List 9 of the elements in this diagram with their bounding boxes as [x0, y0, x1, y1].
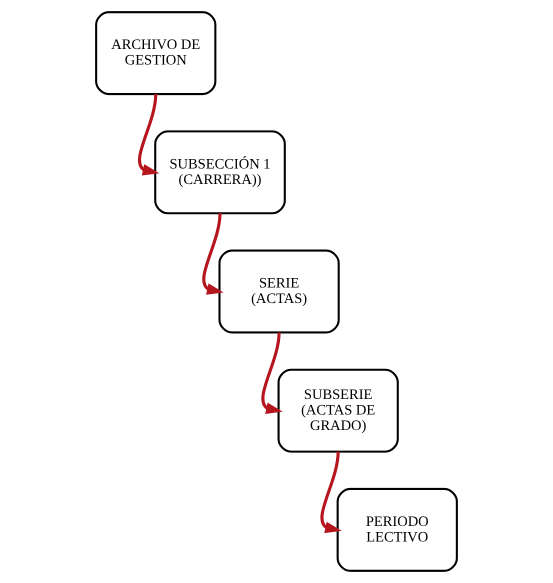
- arrow: [202, 213, 224, 295]
- node-box: SERIE (ACTAS): [218, 250, 340, 334]
- arrow: [320, 452, 342, 534]
- node-box: SUBSERIE (ACTAS DE GRADO): [278, 368, 399, 453]
- arrow: [261, 332, 283, 414]
- node-box: ARCHIVO DE GESTION: [95, 11, 216, 96]
- node-box: PERIODO LECTIVO: [336, 488, 458, 572]
- node-box: SUBSECCIÓN 1 (CARRERA)): [154, 130, 286, 214]
- arrow: [138, 94, 160, 176]
